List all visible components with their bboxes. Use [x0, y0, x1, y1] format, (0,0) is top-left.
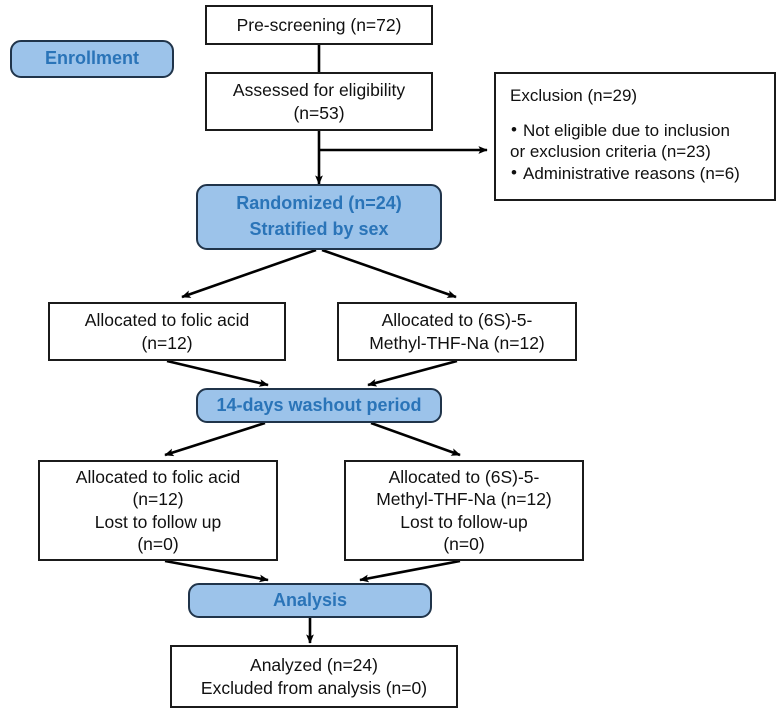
box-alloc-right-line2: Methyl-THF-Na (n=12)	[369, 332, 545, 353]
box-prescreening-line1: Pre-screening (n=72)	[236, 14, 402, 35]
box-followup-right-line3: Lost to follow-up	[400, 511, 528, 532]
box-followup-left-line2: (n=12)	[132, 489, 184, 510]
box-exclusion: Exclusion (n=29) Not eligible due to inc…	[494, 72, 776, 201]
box-followup-right-line1: Allocated to (6S)-5-	[388, 466, 540, 487]
box-alloc-right-line1: Allocated to (6S)-5-	[381, 310, 533, 331]
box-assessed-line2: (n=53)	[293, 102, 345, 123]
box-alloc-left-line2: (n=12)	[141, 332, 193, 353]
box-allocated-methyl-thf: Allocated to (6S)-5- Methyl-THF-Na (n=12…	[337, 302, 577, 361]
exclusion-item-0-line2: or exclusion criteria (n=23)	[510, 142, 711, 162]
edge-alloc-right-to-washout	[367, 359, 458, 387]
stage-washout-label: 14-days washout period	[216, 394, 422, 415]
box-followup-left-line1: Allocated to folic acid	[75, 466, 241, 487]
edge-washout-to-followup-left	[164, 421, 266, 457]
stage-analysis-label: Analysis	[272, 589, 348, 610]
edge-alloc-left-to-washout	[166, 359, 269, 387]
stage-randomized-line1: Randomized (n=24)	[236, 193, 402, 214]
box-followup-right-line4: (n=0)	[443, 533, 485, 554]
box-followup-left-line3: Lost to follow up	[94, 511, 222, 532]
box-allocated-folic-acid: Allocated to folic acid (n=12)	[48, 302, 286, 361]
edge-randomized-to-alloc-left	[181, 248, 317, 299]
box-followup-methyl-thf: Allocated to (6S)-5- Methyl-THF-Na (n=12…	[344, 460, 584, 561]
edge-followup-right-to-analysis	[359, 559, 461, 583]
box-exclusion-heading: Exclusion (n=29)	[510, 86, 638, 105]
box-alloc-left-line1: Allocated to folic acid	[84, 310, 250, 331]
box-analyzed-line1: Analyzed (n=24)	[250, 655, 378, 676]
exclusion-item-1-line1: Administrative reasons (n=6)	[523, 164, 740, 184]
exclusion-item-0-line1: Not eligible due to inclusion	[523, 121, 730, 141]
stage-randomized: Randomized (n=24) Stratified by sex	[196, 184, 442, 250]
stage-enrollment-label: Enrollment	[44, 48, 139, 69]
box-assessed-for-eligibility: Assessed for eligibility (n=53)	[205, 72, 433, 131]
box-followup-left-line4: (n=0)	[137, 533, 179, 554]
box-analyzed-line2: Excluded from analysis (n=0)	[200, 677, 428, 698]
box-prescreening: Pre-screening (n=72)	[205, 5, 433, 45]
box-assessed-line1: Assessed for eligibility	[232, 80, 406, 101]
stage-analysis: Analysis	[188, 583, 432, 618]
list-item: Administrative reasons (n=6)	[510, 162, 740, 184]
box-followup-folic-acid: Allocated to folic acid (n=12) Lost to f…	[38, 460, 278, 561]
list-item: Not eligible due to inclusion or exclusi…	[510, 119, 740, 162]
stage-washout-period: 14-days washout period	[196, 388, 442, 423]
box-followup-right-line2: Methyl-THF-Na (n=12)	[376, 489, 552, 510]
stage-enrollment: Enrollment	[10, 40, 174, 78]
stage-randomized-line2: Stratified by sex	[249, 219, 389, 240]
edge-washout-to-followup-right	[370, 421, 461, 457]
exclusion-reason-list: Not eligible due to inclusion or exclusi…	[510, 119, 740, 185]
box-analyzed: Analyzed (n=24) Excluded from analysis (…	[170, 645, 458, 708]
edge-followup-left-to-analysis	[164, 559, 269, 583]
edge-randomized-to-alloc-right	[321, 248, 457, 299]
